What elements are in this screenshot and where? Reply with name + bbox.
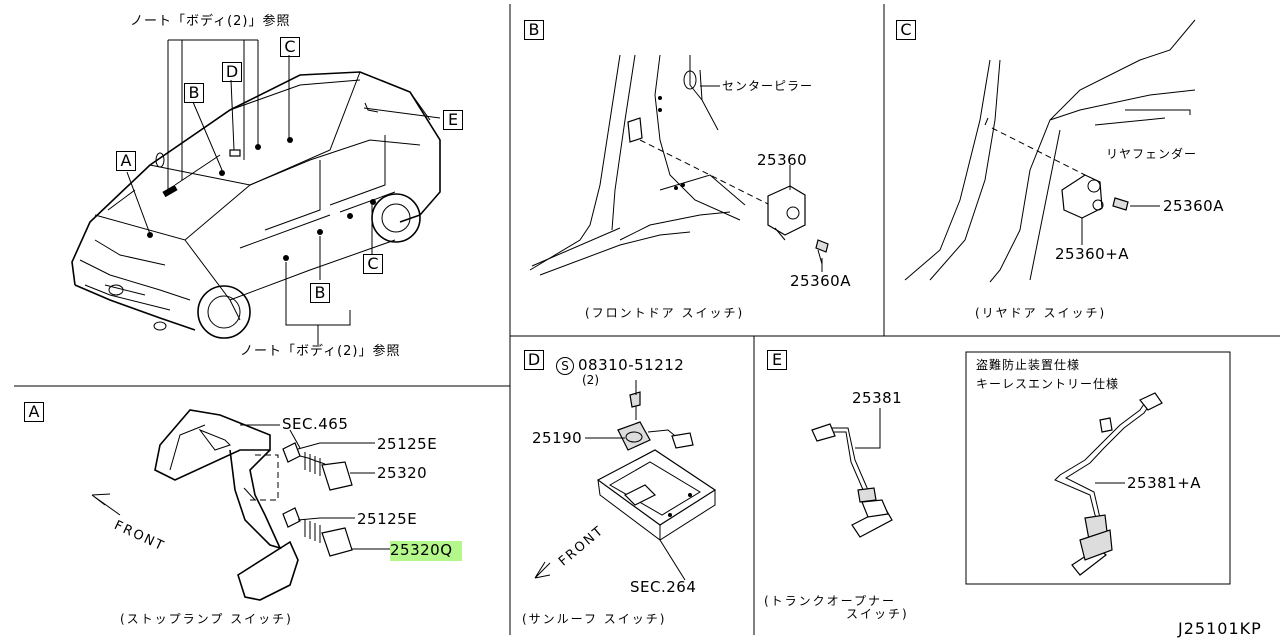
label-sec-264: SEC.264 [630, 578, 697, 596]
panel-d-leaders [534, 380, 686, 581]
label-sec-465: SEC.465 [282, 415, 349, 433]
panel-b-leaders [700, 85, 823, 272]
panel-dividers [14, 4, 1280, 635]
caption-rear-door-switch: (リヤドア スイッチ) [975, 306, 1107, 320]
panel-e-leaders [855, 408, 881, 449]
note-body-reference-top: ノート「ボディ(2)」参照 [130, 14, 291, 29]
overview-leaders [126, 39, 441, 345]
caption-trunk-opener-line1: (トランクオープナー [764, 594, 896, 608]
label-25360-plus-a: 25360+A [1055, 245, 1130, 263]
anti-theft-inset-drawing [965, 351, 1231, 585]
note-body-reference-bottom: ノート「ボディ(2)」参照 [240, 344, 401, 359]
diagram-code: J25101KP [1178, 619, 1262, 638]
panel-b-tag: B [524, 20, 544, 40]
callout-b-bottom[interactable]: B [310, 283, 330, 303]
label-rear-fender: リヤフェンダー [1106, 147, 1198, 161]
callout-c-top[interactable]: C [280, 37, 300, 57]
car-illustration [71, 71, 441, 339]
screw-symbol: S [556, 357, 574, 375]
panel-a-tag: A [24, 402, 44, 422]
callout-e[interactable]: E [443, 110, 463, 130]
rear-door-switch-drawing [904, 19, 1196, 283]
trunk-opener-switch-drawing [811, 423, 893, 538]
sunroof-switch-drawing [596, 391, 717, 541]
caption-sunroof-switch: (サンルーフ スイッチ) [522, 612, 667, 626]
panel-c-tag: C [896, 20, 916, 40]
front-door-switch-drawing [529, 54, 829, 276]
label-25381: 25381 [852, 389, 903, 407]
label-25360a-front: 25360A [790, 272, 851, 290]
label-center-pillar: センターピラー [722, 79, 814, 93]
panel-c-leaders [1081, 205, 1160, 245]
label-25381-plus-a: 25381+A [1127, 474, 1202, 492]
label-25360: 25360 [757, 151, 808, 169]
stop-lamp-switch-drawing [154, 409, 353, 601]
callout-a[interactable]: A [116, 151, 136, 171]
panel-a-leaders [91, 442, 390, 550]
callout-b-top[interactable]: B [184, 83, 204, 103]
inset-title-anti-theft: 盗難防止装置仕様 [976, 358, 1081, 372]
panel-d-tag: D [524, 350, 544, 370]
label-25190: 25190 [532, 429, 583, 447]
caption-front-door-switch: (フロントドア スイッチ) [585, 306, 745, 320]
label-25125e-upper: 25125E [377, 435, 438, 453]
caption-trunk-opener-line2: スイッチ) [846, 607, 909, 621]
label-screw-qty: (2) [582, 373, 599, 387]
callout-d[interactable]: D [222, 62, 242, 82]
callout-c-bottom[interactable]: C [363, 254, 383, 274]
caption-stop-lamp-switch: (ストップランプ スイッチ) [120, 612, 293, 626]
panel-e-tag: E [767, 350, 787, 370]
label-25125e-lower: 25125E [357, 510, 418, 528]
label-25320: 25320 [377, 464, 428, 482]
inset-title-keyless-entry: キーレスエントリー仕様 [976, 377, 1120, 391]
label-25360a-rear: 25360A [1163, 197, 1224, 215]
label-25320q-highlighted[interactable]: 25320Q [390, 541, 462, 561]
label-08310-51212: 08310-51212 [578, 356, 685, 374]
